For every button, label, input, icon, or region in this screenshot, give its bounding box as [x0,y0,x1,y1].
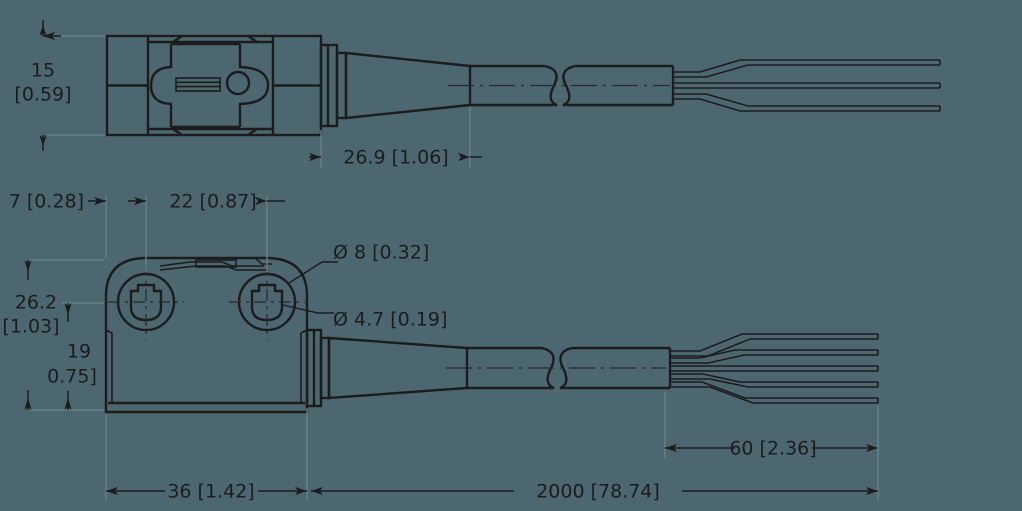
dim-26-2-value-in: [1.03] [2,316,59,338]
front-housing-body [104,256,309,414]
dim-36-label: 36 [1.42] [167,481,254,503]
dim-7-label: 7 [0.28] [9,191,84,213]
dimension-offset-7: 7 [0.28] [9,191,147,272]
callout-diameter-8: Ø 8 [0.32] [288,242,429,284]
top-view-group: 15 [0.59] 26.9 [1.06] [14,20,941,169]
dim-15-value-mm: 15 [31,60,55,82]
dimension-strip-60: 60 [2.36] [664,392,879,460]
front-mounting-hole-left [108,264,184,340]
dim-26-9-label: 26.9 [1.06] [343,147,448,169]
front-wire-fanout [670,333,879,404]
dimension-width-36: 36 [1.42] [105,408,308,503]
dim-19-value-mm: 19 [67,341,91,363]
dimension-height-26-2: 26.2 [1.03] [2,259,104,411]
front-mounting-hole-right [229,264,305,340]
dimension-cable-length-2000: 2000 [78.74] [311,406,879,503]
dim-19-value-in: 0.75] [47,366,97,388]
callout-diameter-4-7: Ø 4.7 [0.19] [282,304,447,331]
dim-26-2-value-mm: 26.2 [15,292,57,314]
top-connector-body [105,34,323,137]
top-cable-gland [319,43,472,128]
dim-22-label: 22 [0.87] [169,191,256,213]
dimension-hole-spacing-22: 22 [0.87] [128,191,285,272]
dim-15-value-in: [0.59] [14,84,71,106]
dim-60-label: 60 [2.36] [729,438,816,460]
dim-dia-4-7-label: Ø 4.7 [0.19] [333,309,447,331]
dim-2000-label: 2000 [78.74] [536,481,660,503]
dimension-height-15: 15 [0.59] [14,20,105,151]
dim-dia-8-label: Ø 8 [0.32] [333,242,429,264]
front-cable-jacket [446,346,672,390]
front-cable-gland [305,328,469,408]
dimension-height-19: 19 0.75] [47,302,104,410]
top-wire-fanout [673,59,941,112]
top-cable-jacket [448,64,675,107]
front-view-group: 7 [0.28] 22 [0.87] 26.2 [1.03] [2,191,879,503]
dimension-gland-26-9: 26.9 [1.06] [309,107,482,169]
